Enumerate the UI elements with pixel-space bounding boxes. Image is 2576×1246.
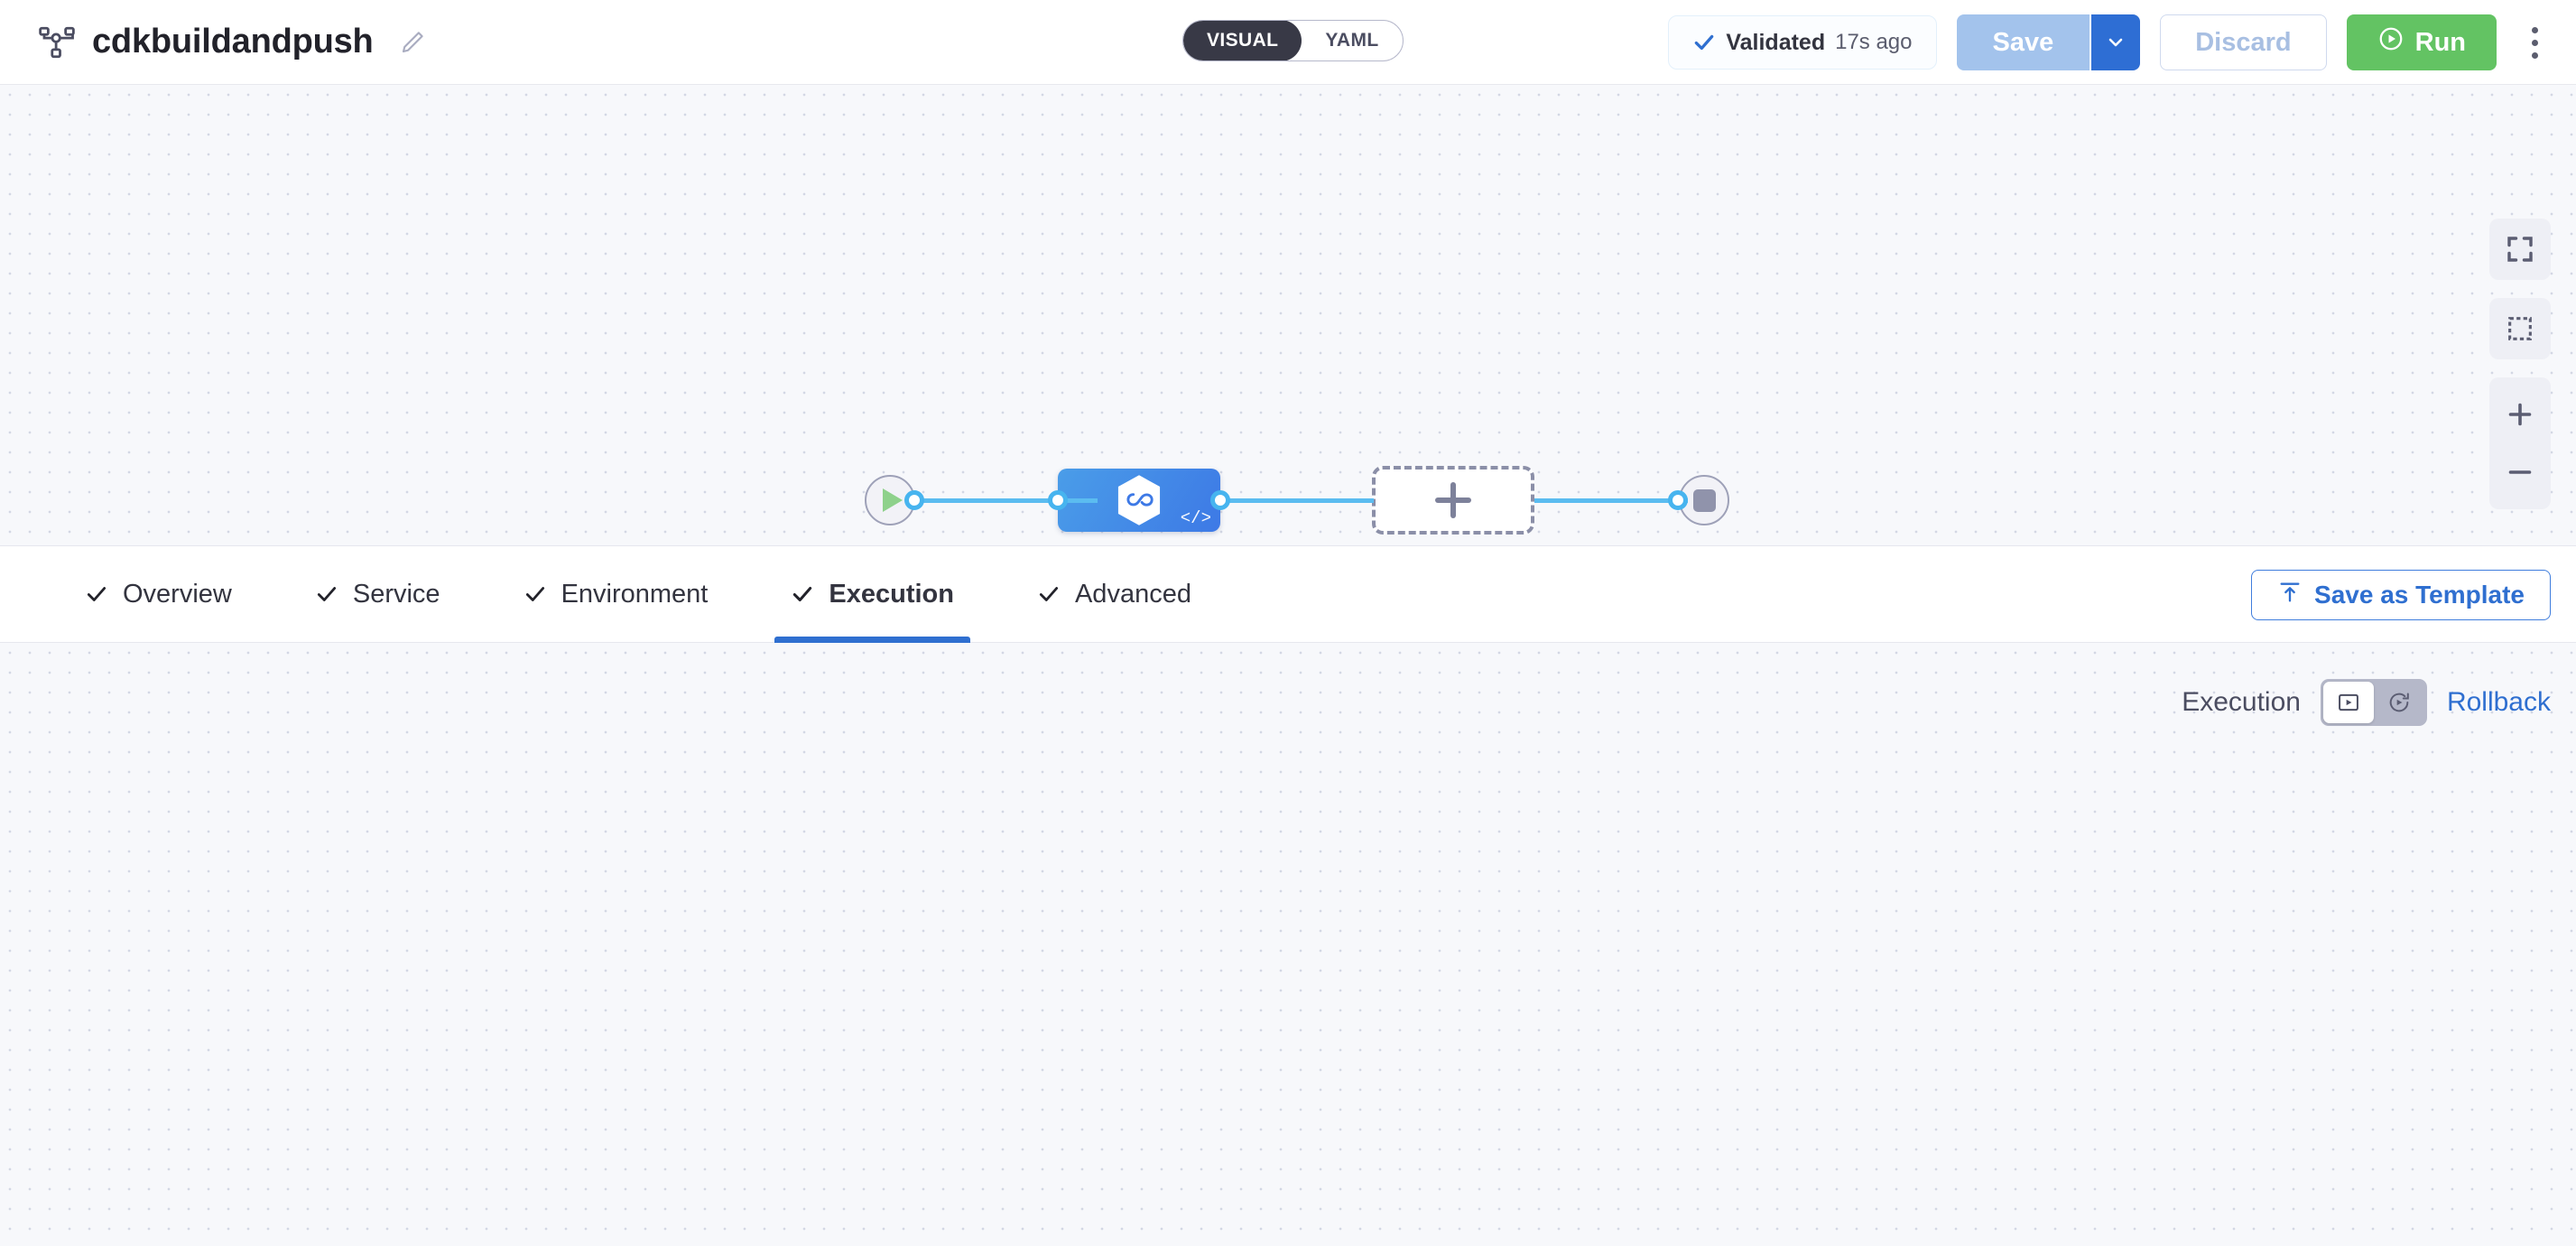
execution-label: Execution <box>2182 687 2301 717</box>
add-stage-button[interactable] <box>1372 466 1534 535</box>
header-left: cdkbuildandpush <box>0 23 426 61</box>
selection-box-icon[interactable] <box>2489 298 2551 359</box>
status-badge: Validated 17s ago <box>1668 15 1937 70</box>
tab-label: Environment <box>561 579 709 609</box>
upload-template-icon <box>2277 580 2303 611</box>
rollback-label[interactable]: Rollback <box>2446 687 2551 717</box>
zoom-in-icon[interactable] <box>2489 390 2551 439</box>
tab-service[interactable]: Service <box>273 545 482 643</box>
rollback-rotate-icon[interactable] <box>2374 682 2424 723</box>
tab-overview[interactable]: Overview <box>43 545 273 643</box>
execution-mode-toggle[interactable] <box>2320 679 2427 726</box>
save-as-template-button[interactable]: Save as Template <box>2251 570 2551 620</box>
save-button[interactable]: Save <box>1956 14 2090 70</box>
pipeline-nodes-icon <box>38 23 76 61</box>
canvas-controls[interactable] <box>2489 219 2551 509</box>
run-label: Run <box>2414 27 2466 57</box>
tab-environment[interactable]: Environment <box>482 545 750 643</box>
validated-time: 17s ago <box>1835 30 1913 54</box>
ckd-out-port[interactable] <box>1210 490 1230 510</box>
check-icon <box>1037 582 1061 606</box>
tab-visual[interactable]: VISUAL <box>1183 21 1302 60</box>
check-icon <box>1692 31 1716 54</box>
connector-add-to-end <box>1534 498 1688 503</box>
zoom-out-icon[interactable] <box>2489 448 2551 497</box>
check-icon <box>85 582 108 606</box>
execution-play-box-icon[interactable] <box>2322 682 2374 723</box>
tab-label: Service <box>352 579 440 609</box>
save-split-button[interactable]: Save <box>1956 14 2141 70</box>
execution-canvas[interactable]: build </> dinD <box>0 643 2576 1246</box>
tab-execution[interactable]: Execution <box>749 545 996 643</box>
view-mode-toggle[interactable]: VISUAL YAML <box>1182 20 1404 61</box>
harness-hexagon-icon <box>1114 473 1164 527</box>
check-icon <box>315 582 338 606</box>
tab-label: Advanced <box>1074 579 1191 609</box>
page-title: cdkbuildandpush <box>92 23 374 60</box>
stage-node-ckd[interactable]: </> <box>1048 469 1230 532</box>
validated-label: Validated <box>1726 29 1826 55</box>
fit-to-screen-icon[interactable] <box>2489 219 2551 280</box>
kebab-menu-icon[interactable] <box>2516 14 2553 70</box>
stage-code-badge: </> <box>1180 508 1211 528</box>
tab-advanced[interactable]: Advanced <box>996 545 1233 643</box>
tab-yaml[interactable]: YAML <box>1325 30 1379 51</box>
play-circle-icon <box>2377 25 2405 60</box>
check-icon <box>791 582 814 606</box>
tab-label: Overview <box>123 579 232 609</box>
stage-canvas[interactable]: </> ckd Add Stage <box>0 85 2576 545</box>
stage-start-node <box>865 475 924 525</box>
discard-button[interactable]: Discard <box>2160 14 2327 70</box>
chevron-down-icon[interactable] <box>2090 14 2141 70</box>
run-button[interactable]: Run <box>2346 14 2497 70</box>
execution-rollback-toggle-row: Execution Rollback <box>2182 679 2551 726</box>
ckd-in-port[interactable] <box>1048 490 1068 510</box>
zoom-controls[interactable] <box>2489 377 2551 509</box>
end-port[interactable] <box>1668 490 1688 510</box>
stage-config-tabs: Overview Service Environment Execution <box>0 545 2576 643</box>
connector-ckd-to-add <box>1220 498 1374 503</box>
app-header: cdkbuildandpush VISUAL YAML Validated <box>0 0 2576 85</box>
start-port[interactable] <box>904 490 924 510</box>
save-as-template-label: Save as Template <box>2314 581 2525 609</box>
tab-list: Overview Service Environment Execution <box>0 545 1233 643</box>
tab-label: Execution <box>829 579 954 609</box>
stage-end-node <box>1668 475 1729 525</box>
check-icon <box>524 582 547 606</box>
header-actions: Validated 17s ago Save Discard Ru <box>1668 0 2553 85</box>
pencil-edit-icon[interactable] <box>390 29 426 56</box>
connector-start-to-ckd <box>917 498 1098 503</box>
